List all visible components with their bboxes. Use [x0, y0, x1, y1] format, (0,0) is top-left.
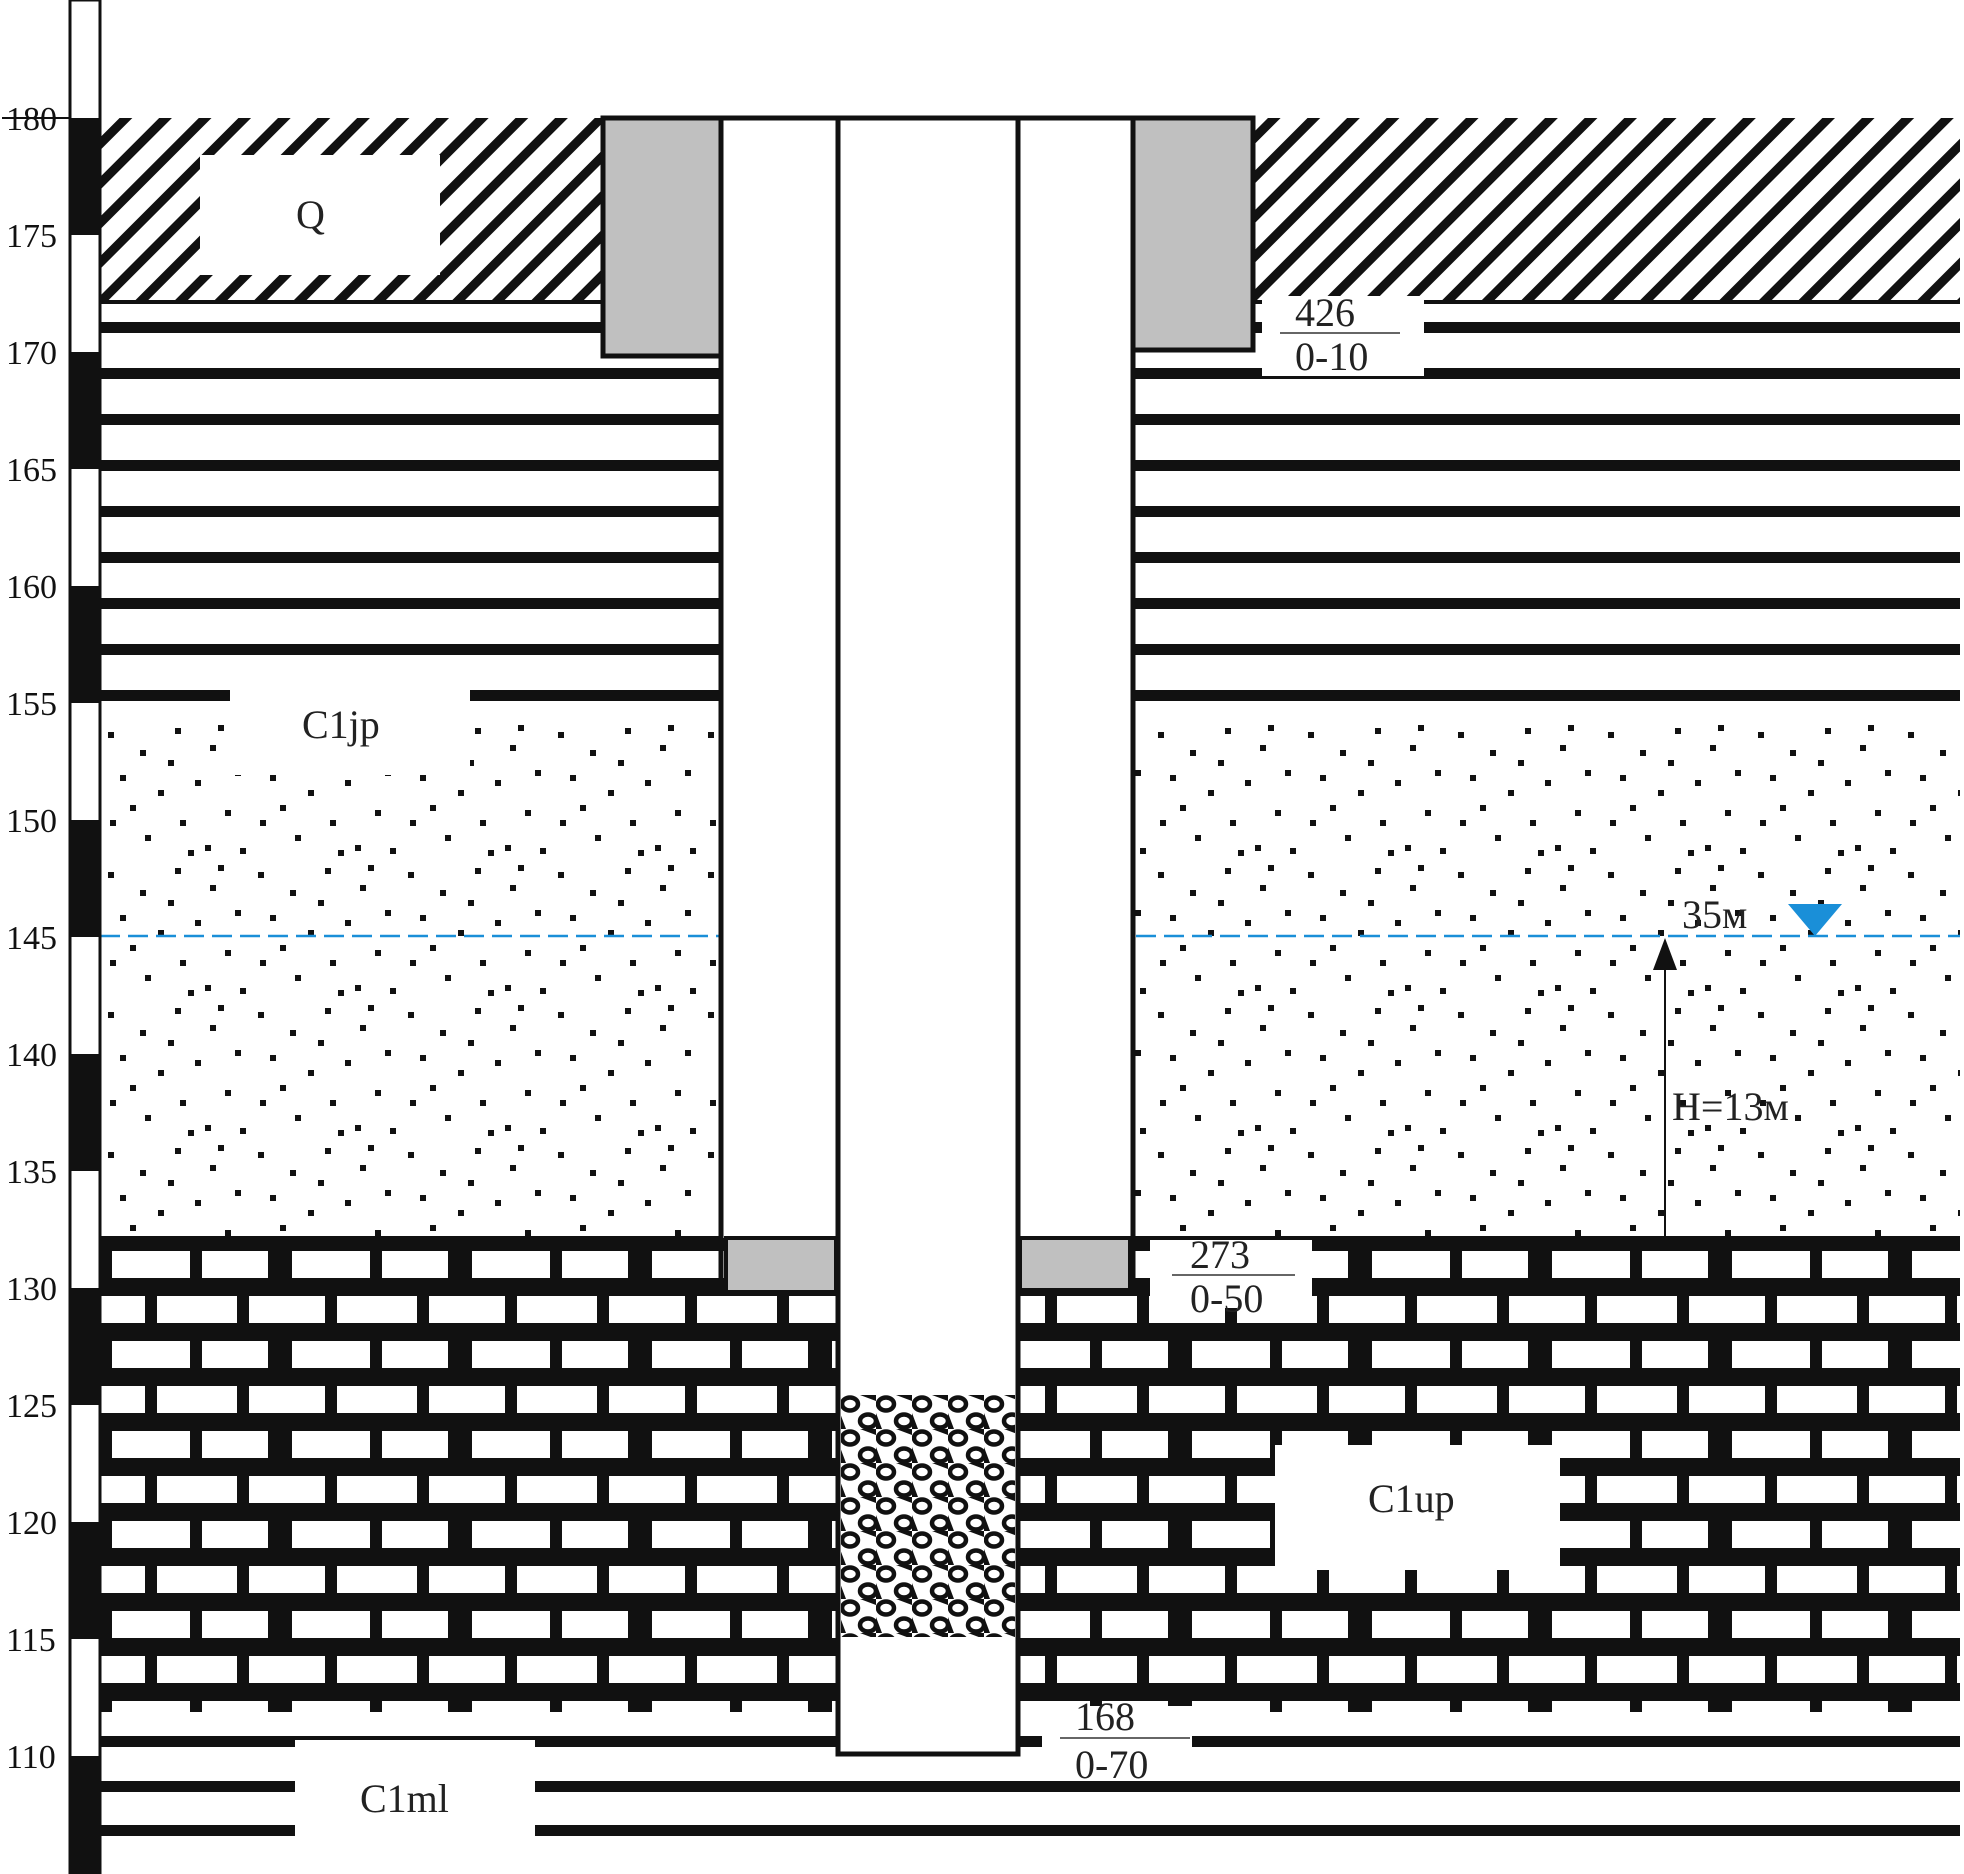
depth-tick: 145: [6, 920, 57, 957]
depth-tick: 130: [6, 1271, 57, 1308]
water-level-label: 35м: [1682, 892, 1747, 937]
depth-tick: 175: [6, 218, 57, 255]
layer-label-c1up: C1up: [1368, 1476, 1455, 1521]
layer-label-c1jp: C1jp: [302, 702, 380, 747]
depth-tick: 110: [6, 1739, 56, 1776]
water-level-marker: 35м: [1682, 892, 1842, 937]
layer-c1up-limestone: [100, 1236, 1960, 1712]
layer-label-c1ml: C1ml: [360, 1776, 449, 1821]
depth-tick: 140: [6, 1037, 57, 1074]
depth-tick: 135: [6, 1154, 57, 1191]
depth-tick: 165: [6, 452, 57, 489]
head-label: H=13м: [1672, 1084, 1789, 1129]
casing-273-interval: 0-50: [1190, 1276, 1263, 1321]
depth-tick: 155: [6, 686, 57, 723]
depth-tick: 160: [6, 569, 57, 606]
casing-426-diameter: 426: [1295, 290, 1355, 335]
depth-tick: 180: [6, 101, 57, 138]
casing-426-annotation: 426 0-10: [1262, 290, 1424, 379]
casing-273-cement: [724, 1236, 1132, 1294]
depth-tick-labels: 180 175 170 165 160 155 150 145 140 135 …: [6, 101, 57, 1776]
depth-tick: 120: [6, 1505, 57, 1542]
casing-168-annotation: 168 0-70: [1042, 1694, 1192, 1787]
depth-tick: 150: [6, 803, 57, 840]
arrow-up-icon: [1653, 938, 1677, 970]
casing-168-diameter: 168: [1075, 1694, 1135, 1739]
gravel-filter: [841, 1395, 1015, 1637]
depth-tick: 125: [6, 1388, 57, 1425]
depth-tick: 170: [6, 335, 57, 372]
casing-168-interval: 0-70: [1075, 1742, 1148, 1787]
layer-c1ml-clay: [100, 1712, 1960, 1874]
casing-426-interval: 0-10: [1295, 334, 1368, 379]
water-level-triangle-icon: [1788, 904, 1842, 936]
casing-273-diameter: 273: [1190, 1232, 1250, 1277]
head-arrow: H=13м: [1653, 938, 1789, 1236]
depth-scale: [2, 0, 102, 1874]
layer-label-q: Q: [296, 192, 325, 237]
casing-273-annotation: 273 0-50: [1150, 1232, 1312, 1321]
depth-tick: 115: [6, 1622, 56, 1659]
